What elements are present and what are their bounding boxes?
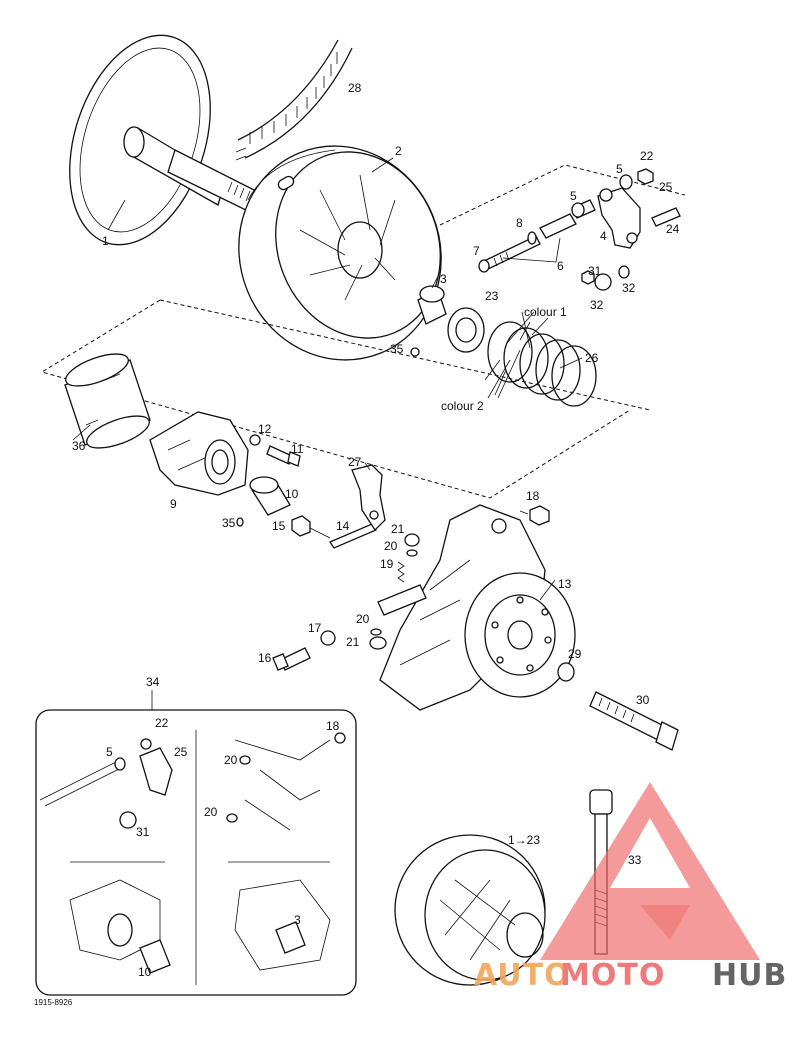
label-27: 27 xyxy=(348,455,362,469)
label-22: 22 xyxy=(640,149,654,163)
label-colour2: colour 2 xyxy=(441,399,484,413)
label-5b: 5 xyxy=(570,189,577,203)
inset-label-31: 31 xyxy=(136,825,150,839)
label-9: 9 xyxy=(170,497,177,511)
inset-label-20b: 20 xyxy=(204,805,218,819)
inset-label-20a: 20 xyxy=(224,753,238,767)
label-14: 14 xyxy=(336,519,350,533)
label-17: 17 xyxy=(308,621,322,635)
part-24-pin xyxy=(651,207,681,227)
label-34: 34 xyxy=(146,675,160,689)
assembled-clutch xyxy=(394,834,546,986)
label-20b: 20 xyxy=(356,612,370,626)
watermark-hub: HUB xyxy=(712,958,787,993)
label-29: 29 xyxy=(568,647,582,661)
label-28: 28 xyxy=(348,81,362,95)
label-3: 3 xyxy=(440,272,447,286)
label-6: 6 xyxy=(557,259,564,273)
part-27-flyweight xyxy=(351,464,386,532)
part-9-governor xyxy=(149,411,249,496)
part-29-washer xyxy=(557,662,575,682)
part-8-washer xyxy=(527,231,537,245)
part-11-screw xyxy=(266,445,301,467)
part-30-bolt xyxy=(589,691,679,751)
watermark-auto: AUTO xyxy=(474,958,571,993)
label-4: 4 xyxy=(600,229,607,243)
label-10: 10 xyxy=(285,487,299,501)
part-17-washer xyxy=(320,630,336,646)
figure-code: 1915-8926 xyxy=(34,998,73,1007)
part-5-rollers xyxy=(571,174,633,218)
part-1-fixed-sheave xyxy=(69,34,259,246)
part-4-lever xyxy=(597,187,641,249)
label-35a: 35 xyxy=(390,342,404,356)
label-12: 12 xyxy=(258,422,272,436)
label-32b: 32 xyxy=(590,298,604,312)
inset-label-18: 18 xyxy=(326,719,340,733)
part-20-21-19-roller-stack xyxy=(369,533,427,650)
part-16-bolt xyxy=(272,647,311,671)
label-1: 1 xyxy=(102,234,109,248)
inset-label-5: 5 xyxy=(106,745,113,759)
watermark-logo: AUTO MOTO HUB xyxy=(474,782,787,993)
inset-label-25: 25 xyxy=(174,745,188,759)
label-24: 24 xyxy=(666,222,680,236)
label-32a: 32 xyxy=(622,281,636,295)
inset-label-3: 3 xyxy=(294,913,301,927)
label-18: 18 xyxy=(526,489,540,503)
label-23: 23 xyxy=(485,289,499,303)
label-11: 11 xyxy=(291,442,304,456)
label-colour1: colour 1 xyxy=(524,305,567,319)
callout-lines xyxy=(72,157,583,601)
label-8: 8 xyxy=(516,216,523,230)
part-7-pin xyxy=(478,235,541,273)
label-25: 25 xyxy=(659,180,673,194)
label-21a: 21 xyxy=(391,522,405,536)
part-2-sliding-sheave xyxy=(238,145,442,361)
watermark-triangle xyxy=(540,782,760,960)
part-36-sleeve xyxy=(64,353,151,449)
part-3-bushing xyxy=(410,285,447,357)
inset-labels: 22 5 25 31 18 20 20 3 10 xyxy=(106,716,340,979)
label-7: 7 xyxy=(473,244,480,258)
part-6-bushings xyxy=(539,199,596,239)
part-15-bolt xyxy=(291,515,331,539)
spider-bolt-holes xyxy=(491,596,552,672)
part-28-belt xyxy=(235,39,353,161)
part-23-washer xyxy=(447,307,485,353)
label-36: 36 xyxy=(72,439,86,453)
label-35b: 35 xyxy=(222,516,236,530)
inset-label-10: 10 xyxy=(138,965,152,979)
part-12-washer xyxy=(249,434,261,446)
part-10-bushing xyxy=(236,476,291,527)
label-30: 30 xyxy=(636,693,650,707)
label-15: 15 xyxy=(272,519,286,533)
label-26: 26 xyxy=(585,351,599,365)
part-22-nut xyxy=(637,168,654,185)
part-26-spring xyxy=(484,317,597,407)
part-31-32-roller-nut xyxy=(581,265,630,291)
part-labels: 1 2 28 3 4 5 5 6 7 8 22 25 24 31 32 32 2… xyxy=(72,81,680,867)
label-5a: 5 xyxy=(616,162,623,176)
label-16: 16 xyxy=(258,651,272,665)
inset-label-22: 22 xyxy=(155,716,169,730)
part-13-spider xyxy=(379,504,576,711)
label-13: 13 xyxy=(558,577,572,591)
label-20a: 20 xyxy=(384,539,398,553)
part-18-nut xyxy=(529,505,550,526)
label-2: 2 xyxy=(395,144,402,158)
part-14-pin xyxy=(329,523,377,549)
label-19: 19 xyxy=(380,557,394,571)
inset-box xyxy=(35,690,357,996)
label-33: 33 xyxy=(628,853,642,867)
label-bottom-ref: 1→23 xyxy=(508,833,540,847)
label-31: 31 xyxy=(588,264,602,278)
watermark-moto: MOTO xyxy=(560,958,665,993)
label-21b: 21 xyxy=(346,635,360,649)
